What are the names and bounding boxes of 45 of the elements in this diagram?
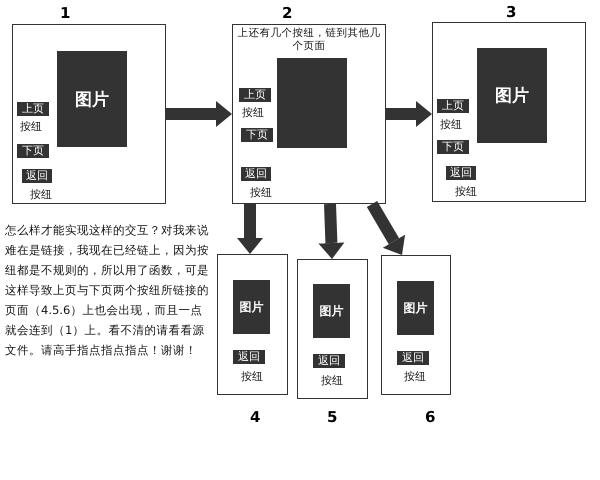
button-caption: 按纽 — [20, 120, 42, 134]
annotation-text: 上还有几个按纽，链到其他几个页面 — [236, 27, 382, 53]
page-number: 6 — [425, 408, 436, 426]
image-label: 图片 — [404, 300, 428, 316]
arrow — [386, 101, 432, 127]
arrow — [318, 204, 344, 259]
nav-button: 上页 — [17, 102, 49, 116]
page-number: 2 — [282, 4, 292, 22]
nav-button: 返回 — [22, 169, 52, 183]
nav-button: 下页 — [437, 140, 469, 154]
nav-button: 返回 — [446, 166, 476, 180]
image-label: 图片 — [495, 85, 529, 107]
arrow — [237, 204, 263, 254]
button-caption: 按纽 — [404, 370, 426, 384]
picture-panel — [277, 58, 347, 148]
nav-button: 返回 — [313, 354, 345, 368]
nav-button: 返回 — [397, 351, 429, 365]
page-number: 4 — [250, 408, 260, 426]
image-label: 图片 — [240, 298, 264, 316]
button-caption: 按纽 — [440, 118, 462, 132]
arrow — [366, 200, 406, 255]
page-number: 3 — [506, 3, 516, 21]
picture-panel — [57, 51, 127, 147]
nav-button: 上页 — [437, 99, 469, 113]
picture-panel — [397, 281, 434, 335]
page-number: 5 — [327, 408, 338, 426]
arrow — [166, 101, 232, 127]
picture-panel — [233, 280, 270, 334]
nav-button: 上页 — [239, 88, 271, 102]
button-caption: 按纽 — [455, 185, 477, 199]
button-caption: 按纽 — [321, 374, 343, 388]
nav-button: 返回 — [241, 167, 271, 181]
nav-button: 下页 — [241, 128, 273, 142]
nav-button: 返回 — [233, 350, 265, 364]
button-caption: 按纽 — [250, 186, 272, 200]
page-number: 1 — [60, 4, 70, 22]
button-caption: 按纽 — [241, 370, 263, 384]
button-caption: 按纽 — [242, 106, 264, 120]
picture-panel — [477, 48, 547, 143]
button-caption: 按纽 — [30, 188, 52, 202]
picture-panel — [313, 284, 350, 338]
question-paragraph: 怎么样才能实现这样的交互？对我来说难在是链接，我现在已经链上，因为按纽都是不规则的，所以用了函数，可是这样导致上页与下页两个按纽所链接的页面（4.5.6）上也会出现，而且一点就会连到（1）上。看不清的请看看源文件。请高手指点指点指点！谢谢！ — [5, 222, 210, 359]
nav-button: 下页 — [17, 144, 49, 158]
image-label: 图片 — [75, 88, 109, 110]
image-label: 图片 — [320, 302, 344, 320]
